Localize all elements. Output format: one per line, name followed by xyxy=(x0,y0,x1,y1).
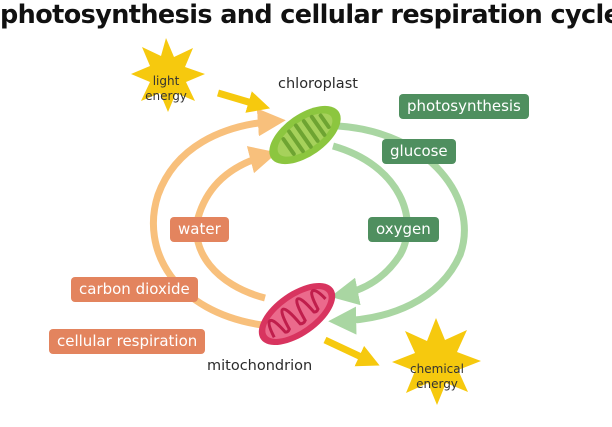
chemical-energy-sun-icon xyxy=(392,318,481,405)
chloroplast-label: chloroplast xyxy=(278,76,358,92)
light-energy-label: light energy xyxy=(145,74,187,103)
diagram-title: photosynthesis and cellular respiration … xyxy=(0,0,612,30)
light-energy-sun-icon xyxy=(131,38,205,112)
photosynthesis-tag: photosynthesis xyxy=(399,94,529,119)
carbon-dioxide-outer-arrow xyxy=(150,108,286,329)
glucose-tag: glucose xyxy=(382,139,456,164)
chemical-energy-label: chemical energy xyxy=(410,362,464,391)
cellular-respiration-tag: cellular respiration xyxy=(49,329,206,354)
mitochondrion-label: mitochondrion xyxy=(207,358,313,374)
chloroplast-icon xyxy=(269,105,341,165)
oxygen-inner-arrow xyxy=(330,142,411,306)
oxygen-tag: oxygen xyxy=(368,217,439,242)
mitochondrion-icon xyxy=(258,282,336,346)
light-energy-arrow xyxy=(217,89,271,113)
chemical-energy-arrow xyxy=(323,336,380,367)
water-tag: water xyxy=(170,217,229,242)
carbon-dioxide-tag: carbon dioxide xyxy=(71,277,198,302)
